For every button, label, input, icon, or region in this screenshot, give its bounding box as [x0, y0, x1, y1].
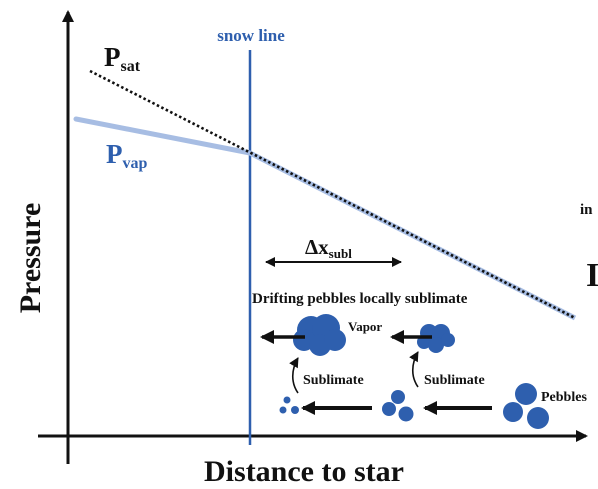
sublimate-curve-right — [409, 351, 419, 388]
pebbles-tiny — [279, 396, 299, 414]
snow-line-label: snow line — [217, 26, 285, 45]
p-sat-label: Psat — [104, 42, 141, 75]
pebbles-label: Pebbles — [541, 390, 587, 405]
vapor-label: Vapor — [348, 319, 382, 334]
cut-text-i: I — [586, 257, 598, 294]
sublimate-left-label: Sublimate — [303, 373, 364, 388]
p-vap-line-left — [73, 116, 253, 156]
pebbles-large — [503, 383, 549, 429]
drifting-label: Drifting pebbles locally sublimate — [252, 291, 468, 307]
pebbles-medium — [382, 390, 414, 422]
y-axis-label: Pressure — [14, 203, 47, 314]
p-sat-line — [89, 69, 576, 320]
sublimate-curve-left — [289, 357, 299, 394]
x-axis-label: Distance to star — [204, 455, 404, 488]
p-vap-label: Pvap — [106, 139, 148, 172]
vapor-cloud-large — [293, 314, 346, 356]
sublimate-right-label: Sublimate — [424, 373, 485, 388]
delta-x-subl-label: Δxsubl — [305, 235, 352, 261]
cut-text-in: in — [580, 202, 593, 218]
